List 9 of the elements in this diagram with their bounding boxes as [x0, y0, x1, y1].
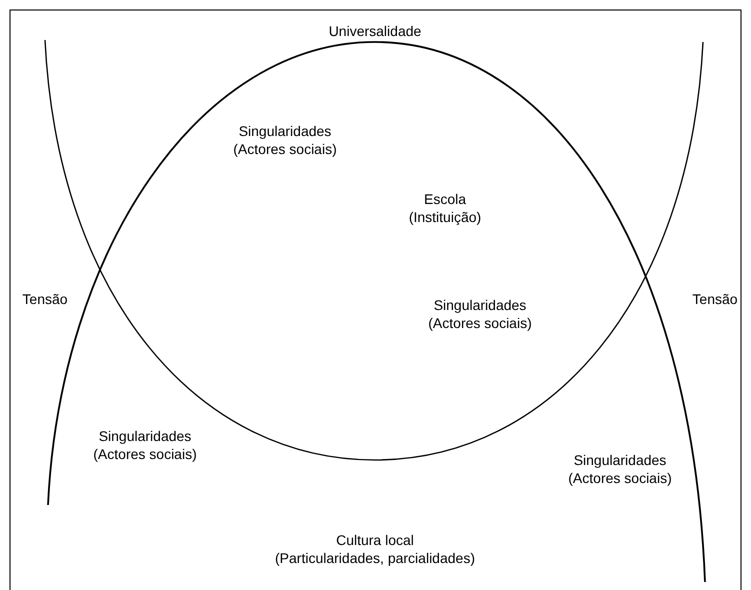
text-label: Cultura local (Particularidades, parcialidades) [275, 531, 475, 567]
text-label: Singularidades (Actores sociais) [233, 122, 337, 158]
text-label: Singularidades (Actores sociais) [568, 451, 672, 487]
text-label: Tensão [692, 290, 738, 308]
text-label: Universalidade [328, 22, 422, 40]
text-label: Singularidades (Actores sociais) [428, 296, 532, 332]
text-label: Singularidades (Actores sociais) [93, 427, 197, 463]
text-label: Tensão [22, 290, 68, 308]
text-label: Escola (Instituição) [408, 190, 482, 226]
